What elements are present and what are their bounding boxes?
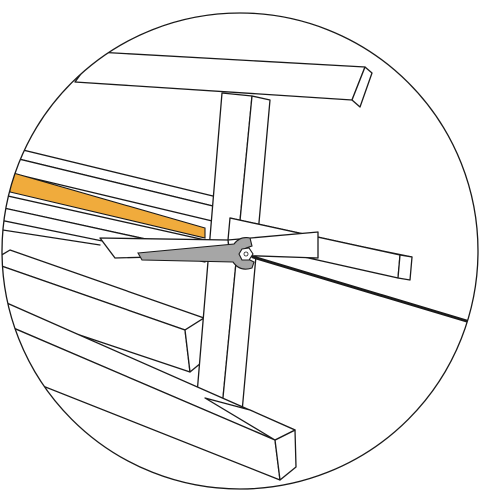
pointer-line xyxy=(251,255,472,324)
hex-nut-icon xyxy=(238,247,254,261)
leg-foot xyxy=(204,397,296,441)
cross-rail xyxy=(99,217,413,281)
detail-circle-outline xyxy=(1,12,479,490)
